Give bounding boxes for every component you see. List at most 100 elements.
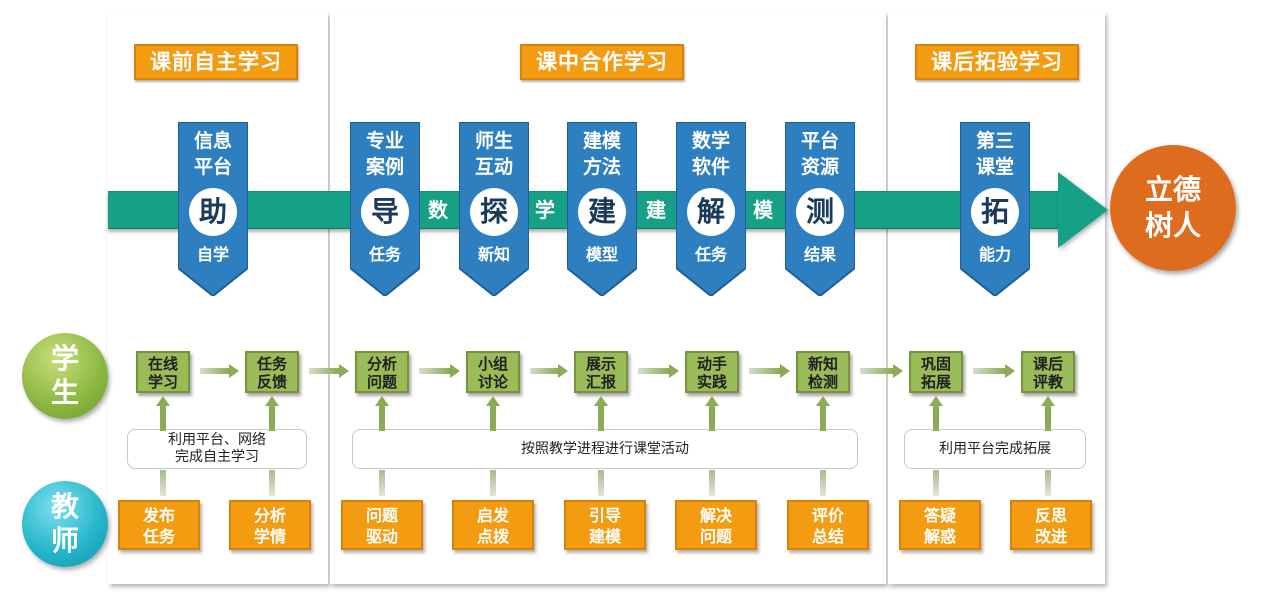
pennant-key-char: 探	[470, 188, 518, 236]
phase-panel-in-class	[330, 12, 886, 584]
step-text: 评价	[811, 506, 844, 525]
step-text: 问题	[366, 373, 397, 391]
note-text: 按照教学进程进行课堂活动	[521, 440, 689, 457]
pennant-top-text: 第三课堂	[975, 130, 1014, 178]
step-text: 新知	[807, 355, 838, 373]
phase-panel-after-class	[888, 12, 1105, 584]
step-text: 答疑	[923, 506, 956, 525]
goal-line1: 立德	[1144, 173, 1201, 206]
step-text: 引导	[588, 506, 621, 525]
student-role-circle: 学 生	[22, 333, 108, 419]
band-char: 数	[428, 198, 448, 222]
student-step-box: 任务反馈	[245, 351, 299, 393]
step-text: 驱动	[365, 527, 398, 546]
step-text: 巩固	[920, 355, 951, 373]
student-step-box: 小组讨论	[466, 351, 520, 393]
teacher-step-box: 解决问题	[675, 500, 757, 550]
note-text: 完成自主学习	[175, 449, 259, 465]
right-arrow-icon	[309, 364, 349, 378]
right-arrow-icon	[973, 364, 1015, 378]
pennant-top-text: 建模方法	[582, 130, 621, 178]
phase-title-in-class: 课中合作学习	[520, 44, 684, 80]
step-text: 实践	[696, 373, 727, 391]
phase-title-before-class: 课前自主学习	[134, 44, 298, 80]
right-arrow-icon	[638, 364, 679, 378]
step-text: 动手	[696, 355, 727, 373]
note-text: 利用平台完成拓展	[939, 440, 1051, 457]
right-arrow-icon	[200, 364, 239, 378]
step-text: 改进	[1034, 527, 1067, 546]
step-text: 小组	[477, 355, 508, 373]
teacher-step-box: 问题驱动	[341, 500, 423, 550]
step-text: 在线	[147, 355, 178, 373]
up-arrow-icon	[929, 396, 943, 431]
step-text: 建模	[588, 527, 621, 546]
goal-line2: 树人	[1144, 209, 1201, 242]
step-text: 分析	[253, 506, 286, 525]
note-before-class: 利用平台、网络完成自主学习	[127, 429, 307, 469]
step-text: 问题	[699, 527, 732, 546]
teacher-step-box: 发布任务	[118, 500, 200, 550]
pennant-top-text: 师生互动	[474, 130, 513, 178]
teacher-step-box: 答疑解惑	[899, 500, 981, 550]
band-char: 建	[646, 198, 666, 222]
note-in-class: 按照教学进程进行课堂活动	[352, 429, 858, 469]
teacher-step-box: 引导建模	[564, 500, 646, 550]
pennant-key-char: 解	[687, 188, 735, 236]
up-arrow-icon	[816, 396, 830, 431]
pennant-bottom-text: 新知	[477, 245, 510, 264]
step-text: 启发	[476, 506, 509, 525]
up-arrow-icon	[375, 396, 389, 431]
pennant-bottom-text: 模型	[585, 245, 618, 264]
up-arrow-icon	[486, 396, 500, 431]
connector-line	[266, 470, 278, 498]
note-after-class: 利用平台完成拓展	[904, 429, 1086, 469]
step-text: 反馈	[256, 373, 287, 391]
teacher-step-box: 评价总结	[787, 500, 869, 550]
step-text: 解决	[699, 506, 732, 525]
pennant-key-char: 拓	[971, 188, 1019, 236]
student-step-box: 分析问题	[355, 351, 409, 393]
right-arrow-icon	[530, 364, 568, 378]
role-label: 生	[50, 376, 79, 409]
right-arrow-icon	[419, 364, 460, 378]
step-text: 学习	[147, 373, 178, 391]
pennant-bottom-text: 任务	[368, 245, 401, 264]
pennant-step: 建模方法建模型	[567, 122, 637, 296]
process-arrowhead	[1058, 172, 1108, 248]
phase-title-after-class: 课后拓验学习	[915, 44, 1079, 80]
pennant-step: 数学软件解任务	[676, 122, 746, 296]
pennant-step: 第三课堂拓能力	[960, 122, 1030, 296]
connector-line	[706, 470, 718, 498]
student-step-box: 展示汇报	[574, 351, 628, 393]
student-step-box: 巩固拓展	[909, 351, 963, 393]
connector-line	[1042, 470, 1054, 498]
step-text: 反思	[1034, 506, 1067, 525]
right-arrow-icon	[749, 364, 790, 378]
step-text: 拓展	[920, 373, 951, 391]
teacher-role-circle: 教 师	[22, 481, 108, 567]
pennant-step: 信息平台助自学	[178, 122, 248, 296]
band-char: 学	[535, 198, 555, 222]
step-text: 展示	[585, 355, 616, 373]
step-text: 问题	[365, 506, 398, 525]
step-text: 发布	[142, 506, 175, 525]
step-text: 课后	[1032, 355, 1063, 373]
step-text: 解惑	[923, 527, 956, 546]
up-arrow-icon	[156, 396, 170, 431]
connector-line	[595, 470, 607, 498]
connector-line	[817, 470, 829, 498]
up-arrow-icon	[265, 396, 279, 431]
teacher-step-box: 启发点拨	[452, 500, 534, 550]
step-text: 任务	[256, 355, 287, 373]
teacher-step-box: 分析学情	[229, 500, 311, 550]
goal-label: 立德 树人	[1118, 153, 1228, 263]
step-text: 学情	[253, 527, 286, 546]
pennant-step: 师生互动探新知	[459, 122, 529, 296]
step-text: 分析	[366, 355, 397, 373]
teacher-step-box: 反思改进	[1010, 500, 1092, 550]
up-arrow-icon	[594, 396, 608, 431]
step-text: 总结	[811, 527, 844, 546]
step-text: 评教	[1032, 373, 1063, 391]
pennant-bottom-text: 结果	[803, 245, 836, 264]
